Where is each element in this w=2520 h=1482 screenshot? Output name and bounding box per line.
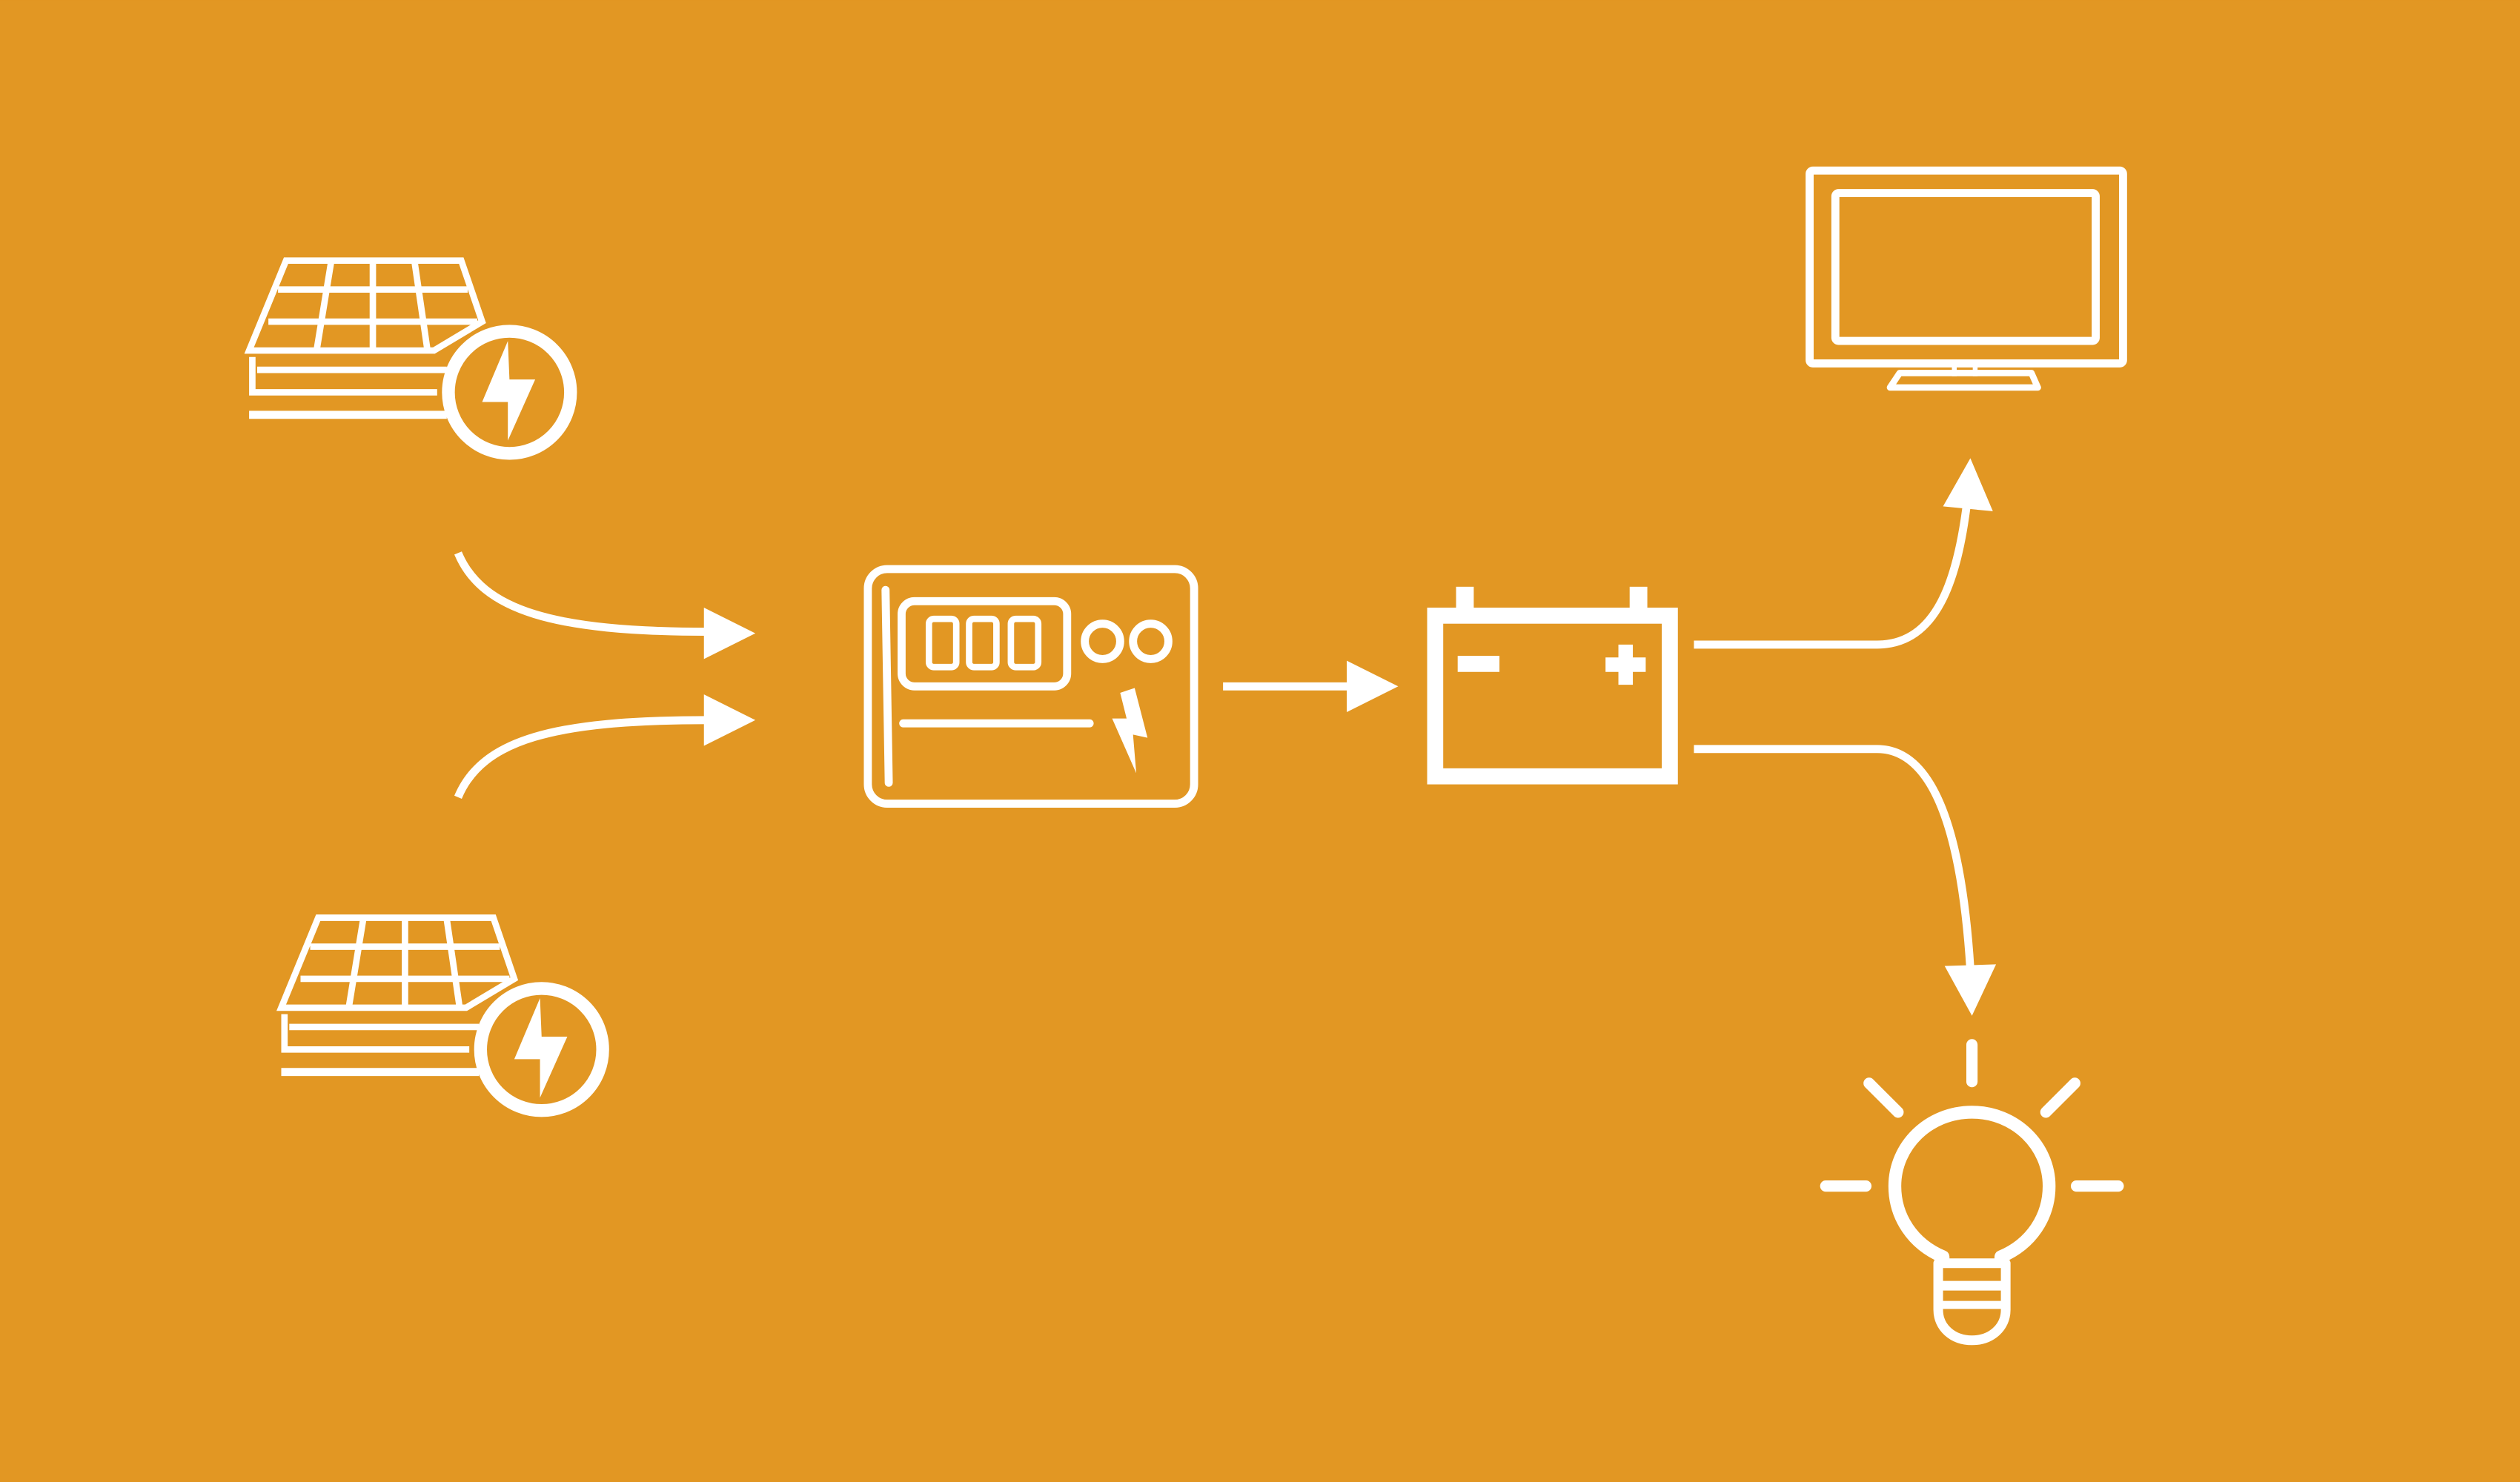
flow-arrow [454,551,756,659]
battery-icon [1427,586,1678,785]
charge-controller-icon [863,565,1198,808]
flow-arrow [454,694,756,799]
monitor-icon [1806,166,2127,391]
flow-arrow [1223,660,1399,712]
light-bulb-icon [1820,1039,2124,1346]
flow-arrow [1694,745,1997,1016]
flow-arrow [1694,458,1993,649]
